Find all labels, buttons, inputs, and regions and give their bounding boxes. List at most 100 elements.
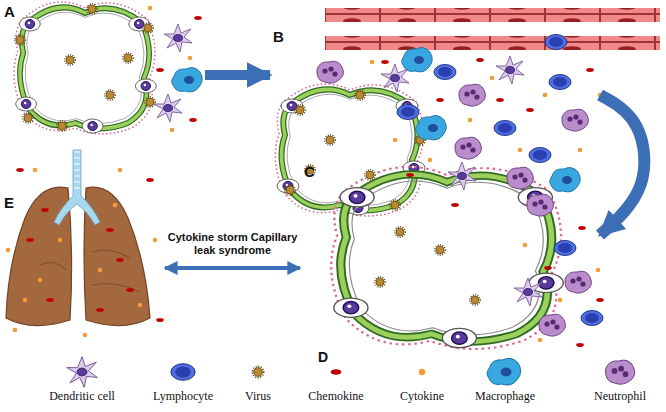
panel-b: B (270, 0, 600, 150)
panel-c: C (300, 160, 600, 345)
legend-item: Neutrophil (594, 386, 646, 404)
flow-arrow (600, 95, 644, 235)
cell-icon (96, 308, 104, 312)
cell-icon (172, 68, 203, 92)
cell-icon (596, 268, 601, 273)
illustration-part (40, 262, 66, 270)
cell-icon (143, 23, 153, 33)
cell-icon (194, 16, 202, 20)
cell-icon (156, 318, 164, 322)
legend-item: Chemokine (308, 386, 363, 404)
cell-icon (459, 84, 486, 106)
blood-vessel (325, 36, 660, 50)
cell-icon (148, 6, 153, 11)
alveolus (14, 2, 156, 134)
cell-icon (164, 24, 192, 52)
cell-icon (26, 238, 34, 242)
cell-icon (390, 200, 400, 210)
cell-icon (375, 277, 385, 287)
cell-icon (470, 295, 480, 305)
legend-icon (171, 364, 195, 381)
flow-arrow (205, 70, 270, 80)
panel-letter: A (4, 4, 15, 21)
cell-icon (381, 60, 389, 64)
cell-icon (116, 258, 124, 262)
cell-icon (406, 173, 414, 177)
cell-icon (105, 90, 115, 100)
cell-icon (317, 61, 344, 83)
cell-icon (451, 203, 459, 207)
cell-icon (188, 56, 193, 61)
cell-icon (586, 68, 594, 72)
cell-icon (558, 298, 563, 303)
legend-text: Lymphocyte (153, 389, 213, 403)
cell-icon (295, 105, 305, 115)
cell-icon (16, 168, 24, 172)
cell-icon (562, 109, 589, 131)
cell-icon (550, 168, 581, 192)
cell-icon (126, 288, 134, 292)
cell-icon (549, 75, 571, 90)
cell-icon (41, 208, 49, 212)
illustration-part (92, 284, 140, 292)
legend-text: Chemokine (308, 389, 363, 403)
edge-label: Cytokine storm Capillary leak syndrome (168, 231, 298, 259)
cell-icon (545, 35, 567, 50)
cell-icon (578, 226, 586, 230)
cell-icon (416, 116, 447, 140)
legend-icon (606, 360, 635, 384)
cell-icon (578, 148, 583, 153)
cell-icon (435, 245, 445, 255)
cell-icon (113, 203, 118, 208)
cell-icon (554, 241, 576, 256)
cell-icon (490, 76, 495, 81)
cell-icon (381, 64, 409, 92)
panel-e: E (0, 150, 165, 340)
cell-icon (496, 98, 504, 102)
legend-text: Dendritic cell (49, 389, 115, 403)
cell-icon (87, 4, 97, 14)
cell-icon (576, 343, 584, 347)
cell-icon (355, 90, 365, 100)
cell-icon (13, 328, 18, 333)
blood-vessel (325, 8, 660, 22)
cell-icon (153, 238, 158, 243)
legend-text: Neutrophil (594, 389, 646, 403)
legend-icon (252, 366, 263, 377)
cell-icon (6, 248, 11, 253)
cell-icon (436, 98, 444, 102)
illustration-part (74, 152, 80, 188)
cell-icon (57, 121, 67, 131)
cell-icon (15, 35, 25, 45)
cell-icon (138, 303, 143, 308)
legend-icon (487, 358, 521, 385)
legend-text: Cytokine (400, 389, 444, 403)
panel-letter: C (304, 164, 315, 181)
cell-icon (455, 137, 482, 159)
cell-icon (156, 68, 164, 72)
lungs (6, 150, 150, 326)
cell-icon (518, 148, 523, 153)
cell-icon (527, 194, 554, 216)
alveolus (331, 167, 563, 349)
legend-icons (67, 357, 635, 388)
cell-icon (83, 333, 88, 338)
cell-icon (98, 268, 103, 273)
cell-icon (496, 56, 524, 84)
legend-icon (419, 369, 425, 375)
cell-icon (65, 55, 75, 65)
cell-icon (38, 278, 43, 283)
cell-icon (494, 121, 516, 136)
cell-icon (397, 105, 419, 120)
cell-icon (402, 48, 433, 72)
cell-icon (393, 138, 398, 143)
cell-icon (468, 118, 473, 123)
cell-icon (123, 53, 133, 63)
legend-text: Virus (245, 389, 271, 403)
panel-letter: D (318, 349, 328, 365)
cell-icon (543, 93, 548, 98)
